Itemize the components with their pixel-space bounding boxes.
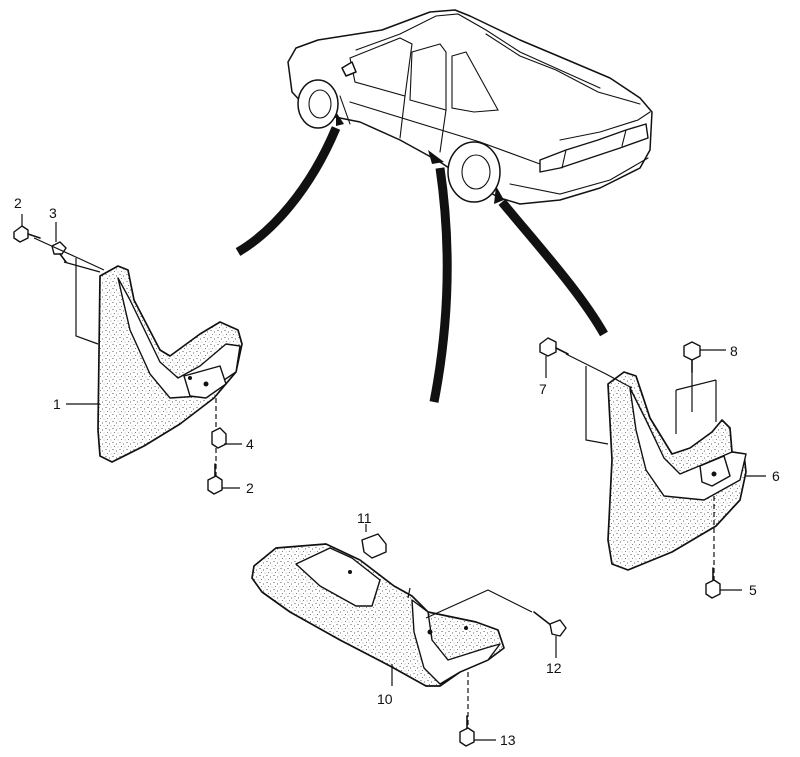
bolt-8 <box>683 341 701 373</box>
callout-5: 5 <box>749 582 757 598</box>
bolt-5 <box>705 567 721 599</box>
callout-7: 7 <box>539 381 547 397</box>
screw-12 <box>533 611 567 637</box>
callout-4: 4 <box>246 436 254 452</box>
callout-3: 3 <box>49 205 57 221</box>
callout-2-bottom: 2 <box>246 480 254 496</box>
callout-11: 11 <box>357 510 372 526</box>
callout-1: 1 <box>53 396 61 412</box>
location-arrow-left <box>235 126 341 256</box>
location-arrow-right <box>498 199 608 337</box>
rear-right-mud-guard <box>607 371 747 571</box>
location-arrow-middle <box>429 167 452 403</box>
clip-11 <box>361 533 387 559</box>
front-left-mud-guard <box>97 265 243 463</box>
bolt-13 <box>459 715 475 747</box>
callout-6: 6 <box>772 468 780 484</box>
callout-13: 13 <box>500 732 516 748</box>
callout-8: 8 <box>730 343 738 359</box>
callout-2-top: 2 <box>14 195 22 211</box>
bolt-2-bottom <box>207 463 223 495</box>
callout-10: 10 <box>377 691 393 707</box>
bolt-7 <box>539 337 569 357</box>
nut-4 <box>211 427 227 449</box>
callout-12: 12 <box>546 660 562 676</box>
sedan-car-illustration <box>287 9 653 205</box>
side-mud-guard <box>251 543 505 687</box>
